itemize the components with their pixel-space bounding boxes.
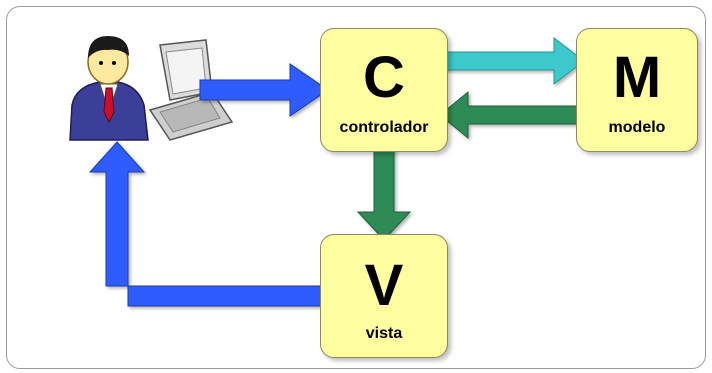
laptop-icon [148,39,234,141]
user-icon [69,36,149,141]
view-to-user-arrow [88,141,327,307]
controller-letter: C [363,45,405,110]
controller-box: C controlador [320,28,448,152]
model-letter: M [612,45,662,110]
controller-label: controlador [339,119,429,136]
controller-to-model-arrow [439,36,585,86]
view-box: V vista [320,234,448,358]
model-box: M modelo [576,28,698,152]
view-label: vista [365,325,403,342]
model-to-controller-arrow [439,90,583,140]
user-to-controller-arrow [199,63,329,117]
controller-to-view-arrow [356,141,412,241]
view-letter: V [364,253,404,318]
model-label: modelo [608,119,666,136]
